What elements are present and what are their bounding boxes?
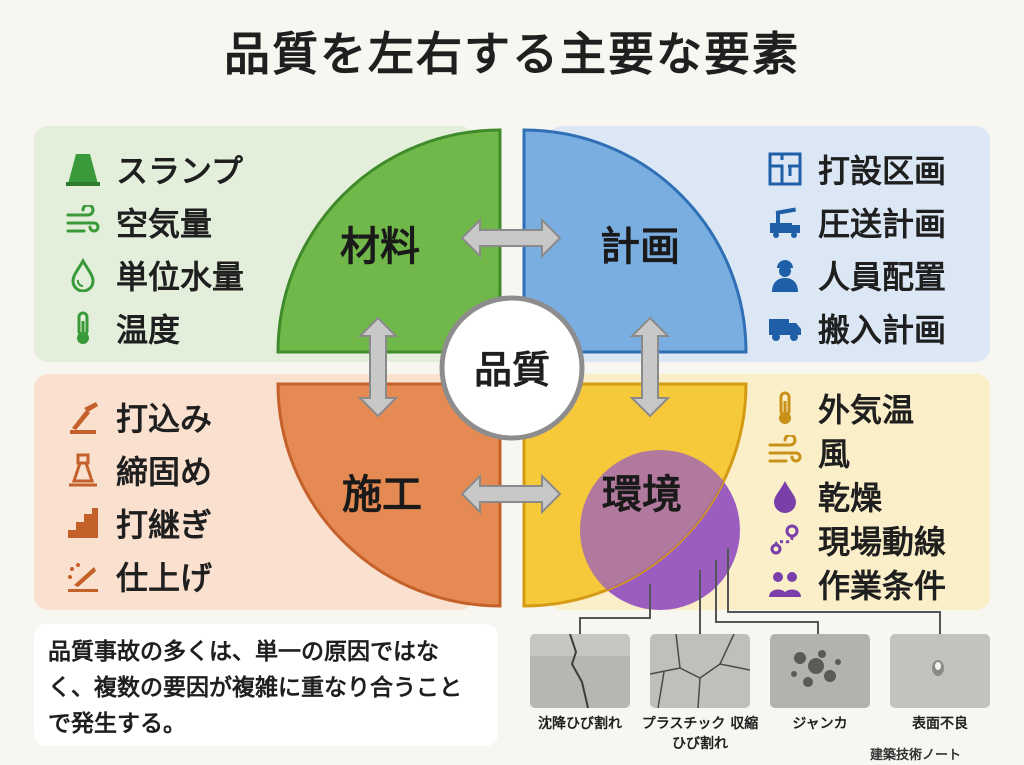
environment-factor-list: 外気温 風 乾燥 現場動線 作業条件 (764, 386, 946, 606)
wind-icon (764, 431, 806, 473)
factor-label: 乾燥 (818, 479, 883, 517)
workers-group-icon (764, 563, 806, 605)
factor-label: 現場動線 (818, 523, 947, 561)
factor-label: 打継ぎ (116, 505, 213, 544)
worker-icon (764, 254, 806, 296)
plan-factor-list: 打設区画 圧送計画 人員配置 搬入計画 (764, 142, 946, 354)
factor-label: 外気温 (818, 391, 915, 429)
thermometer-icon (62, 307, 104, 349)
page-title: 品質を左右する主要な要素 (224, 27, 800, 81)
trowel-icon (62, 555, 104, 597)
plan-label: 計画 (600, 224, 680, 270)
factor-label: 空気量 (116, 204, 213, 243)
factor-label: 締固め (116, 452, 213, 491)
water-drop-icon (62, 254, 104, 296)
delivery-truck-icon (764, 307, 806, 349)
defect-caption: 沈降ひび割れ (538, 716, 622, 732)
arrow-construction-environment (460, 473, 562, 515)
list-item: 打込み (62, 390, 212, 443)
arrow-material-construction (357, 316, 399, 418)
arrow-plan-environment (629, 316, 671, 418)
list-item: 乾燥 (764, 474, 946, 518)
factor-label: 人員配置 (818, 257, 947, 296)
vibrator-icon (62, 449, 104, 491)
list-item: 外気温 (764, 386, 946, 430)
list-item: 空気量 (62, 195, 244, 248)
slump-cone-icon (62, 148, 104, 190)
defect-caption: プラスチック 収縮ひび割れ (641, 716, 759, 752)
thermometer-icon (764, 387, 806, 429)
factor-label: 打込み (116, 399, 213, 438)
source-credit: 建築技術ノート (870, 748, 962, 763)
plastic-shrinkage-crack-photo (650, 634, 750, 708)
factor-label: 搬入計画 (818, 310, 947, 349)
list-item: スランプ (62, 142, 244, 195)
list-item: 打設区画 (764, 142, 946, 195)
list-item: 人員配置 (764, 248, 946, 301)
material-label: 材料 (340, 224, 420, 270)
factor-label: 作業条件 (818, 567, 947, 605)
pump-truck-icon (764, 201, 806, 243)
list-item: 打継ぎ (62, 496, 212, 549)
construction-factor-list: 打込み 締固め 打継ぎ 仕上げ (62, 390, 212, 602)
settlement-crack-photo (530, 634, 630, 708)
route-icon (764, 519, 806, 561)
defect-caption: 表面不良 (912, 716, 968, 732)
list-item: 温度 (62, 301, 244, 354)
list-item: 圧送計画 (764, 195, 946, 248)
list-item: 締固め (62, 443, 212, 496)
air-flow-icon (62, 201, 104, 243)
stairs-joint-icon (62, 502, 104, 544)
defect-leader-lines (579, 548, 941, 634)
arrow-material-plan (460, 217, 562, 259)
list-item: 風 (764, 430, 946, 474)
list-item: 単位水量 (62, 248, 244, 301)
factor-label: スランプ (116, 151, 244, 190)
factor-label: 圧送計画 (818, 204, 947, 243)
honeycomb-photo (770, 634, 870, 708)
list-item: 搬入計画 (764, 301, 946, 354)
floor-plan-icon (764, 148, 806, 190)
pouring-icon (62, 396, 104, 438)
material-factor-list: スランプ 空気量 単位水量 温度 (62, 142, 244, 354)
drop-icon (764, 475, 806, 517)
factor-label: 単位水量 (116, 257, 245, 296)
quality-center-circle (439, 295, 585, 441)
factor-label: 温度 (116, 310, 181, 349)
plan-quadrant (522, 128, 748, 354)
center-label: 品質 (474, 348, 550, 392)
construction-quadrant (276, 382, 502, 608)
factor-label: 打設区画 (818, 151, 947, 190)
environment-label: 環境 (602, 472, 682, 518)
list-item: 作業条件 (764, 562, 946, 606)
factor-label: 風 (818, 435, 851, 473)
summary-note: 品質事故の多くは、単一の原因ではなく、複数の要因が複雑に重なり合うことで発生する… (34, 624, 498, 746)
list-item: 仕上げ (62, 549, 212, 602)
list-item: 現場動線 (764, 518, 946, 562)
factor-label: 仕上げ (116, 558, 213, 597)
defect-caption: ジャンカ (792, 716, 848, 732)
construction-label: 施工 (342, 472, 422, 518)
material-quadrant (276, 128, 502, 354)
surface-defect-photo (890, 634, 990, 708)
